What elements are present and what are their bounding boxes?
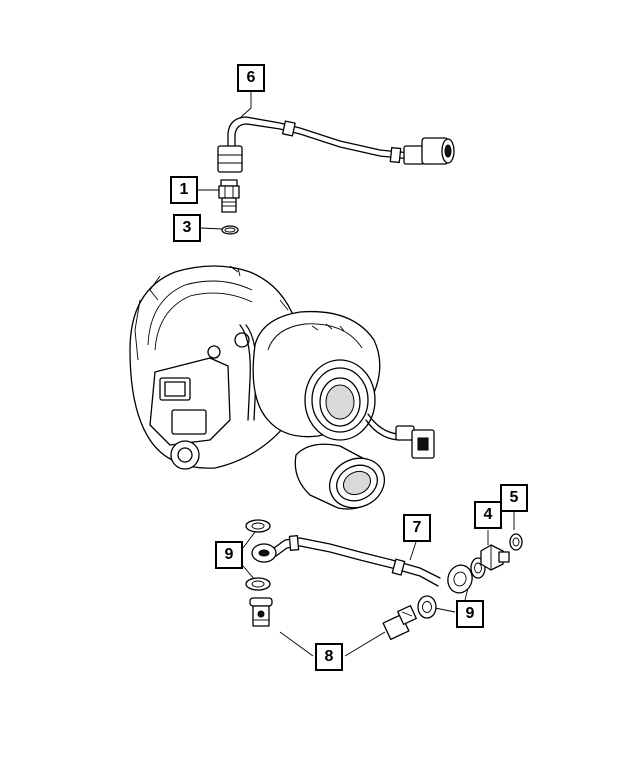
callout-6: 6 (237, 64, 265, 92)
callout-9-left: 9 (215, 541, 243, 569)
banjo-bolt-right (382, 605, 417, 641)
callout-7: 7 (403, 514, 431, 542)
small-seal-ring (221, 225, 239, 235)
callout-3: 3 (173, 214, 201, 242)
o-ring (509, 533, 523, 551)
adapter-fitting (218, 179, 240, 213)
callout-9-right: 9 (456, 600, 484, 628)
callout-4: 4 (474, 501, 502, 529)
hex-fitting (480, 544, 510, 571)
sealing-washers-left (245, 519, 271, 591)
callout-1: 1 (170, 176, 198, 204)
oil-return-line (251, 535, 473, 594)
callout-5: 5 (500, 484, 528, 512)
turbocharger-assembly (129, 265, 435, 510)
callout-8: 8 (315, 643, 343, 671)
leader-lines (196, 92, 515, 657)
banjo-bolt-left (249, 597, 273, 627)
oil-feed-line (217, 116, 455, 173)
